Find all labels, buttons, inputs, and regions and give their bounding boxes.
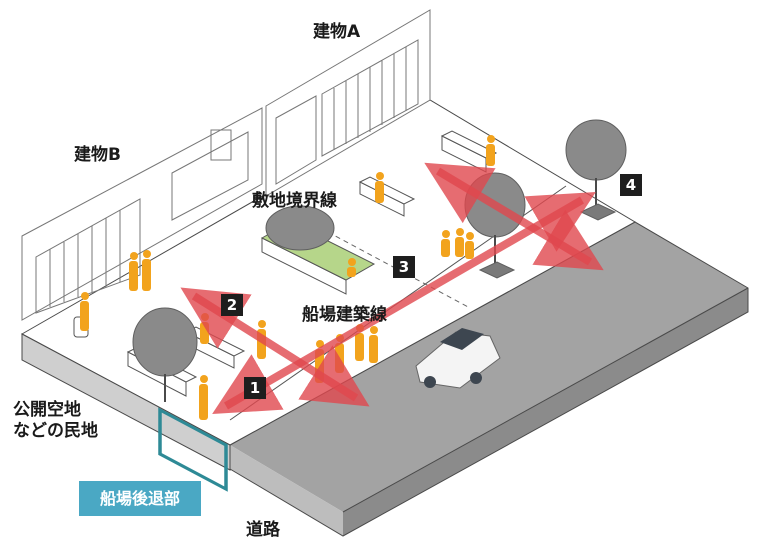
setback-tag: 船場後退部 [79, 481, 201, 516]
public-open-space-line-2: などの民地 [13, 421, 98, 442]
building-b-label: 建物B [74, 145, 121, 165]
boundary-line-label: 敷地境界線 [252, 191, 337, 211]
marker-4: 4 [620, 174, 642, 196]
public-open-space-label: 公開空地 などの民地 [13, 400, 98, 443]
marker-1: 1 [244, 377, 266, 399]
public-open-space-line-1: 公開空地 [13, 400, 81, 420]
marker-2: 2 [221, 294, 243, 316]
building-a-label: 建物A [313, 22, 361, 42]
road-label: 道路 [246, 520, 280, 540]
arrow-4 [424, 162, 604, 271]
building-line-label: 船場建築線 [302, 305, 387, 325]
building-a [265, 9, 431, 197]
setback-box [158, 407, 228, 492]
marker-3: 3 [393, 256, 415, 278]
building-b [21, 107, 263, 321]
